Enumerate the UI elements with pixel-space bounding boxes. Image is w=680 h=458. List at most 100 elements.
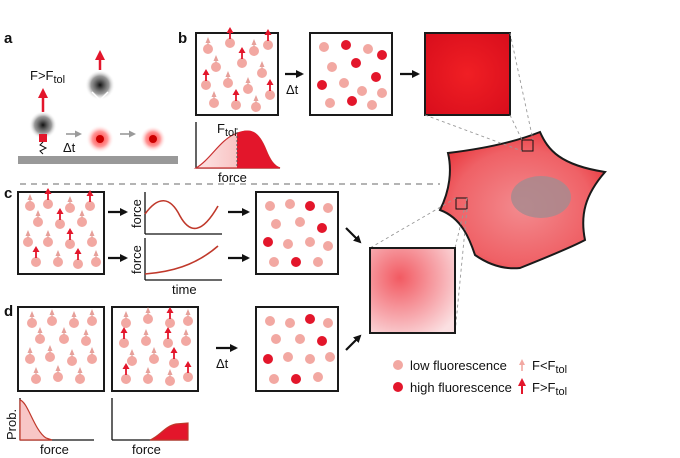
zoom-region-top <box>521 139 534 152</box>
red-up-arrow-icon <box>184 361 192 367</box>
low-fluorescence-sensor <box>55 219 65 229</box>
low-fluorescence-sensor <box>53 257 63 267</box>
low-fluorescence-sensor <box>87 237 97 247</box>
x-axis-label-d-right: force <box>132 442 161 457</box>
surface <box>18 156 178 164</box>
low-fluorescence-sensor <box>295 217 305 227</box>
low-fluorescence-sensor <box>251 102 261 112</box>
low-fluorescence-sensor <box>73 259 83 269</box>
red-up-arrow-icon <box>166 307 174 313</box>
low-fluorescence-sensor <box>339 78 349 88</box>
low-fluorescence-sensor <box>363 44 373 54</box>
red-up-arrow-icon <box>264 29 272 35</box>
low-fluorescence-sensor <box>165 318 175 328</box>
oscillating-force-curve <box>144 199 219 230</box>
y-axis-label-d: Prob. <box>4 409 19 440</box>
low-fluorescence-sensor <box>143 314 153 324</box>
low-fluorescence-sensor <box>85 201 95 211</box>
high-fluorescence-swatch <box>393 382 403 392</box>
small-up-arrow-icon <box>27 347 33 353</box>
low-fluorescence-sensor <box>43 237 53 247</box>
small-up-arrow-icon <box>183 329 189 335</box>
low-fluorescence-sensor <box>295 334 305 344</box>
small-up-arrow-icon <box>245 77 251 83</box>
low-fluorescence-sensor <box>31 374 41 384</box>
high-fluorescence-sensor <box>305 201 315 211</box>
small-up-arrow-icon <box>93 250 99 256</box>
red-up-arrow-icon <box>518 378 526 386</box>
small-up-arrow-icon <box>47 345 53 351</box>
low-fluorescence-sensor <box>75 374 85 384</box>
force-label-a: F>Ftol <box>30 68 65 86</box>
low-fluorescence-sensor <box>143 374 153 384</box>
panel-label-d: d <box>4 303 13 320</box>
small-up-arrow-icon <box>35 210 41 216</box>
low-fluorescence-sensor <box>91 257 101 267</box>
low-fluorescence-sensor <box>285 318 295 328</box>
small-up-arrow-icon <box>33 367 39 373</box>
low-fluorescence-sensor <box>265 316 275 326</box>
low-force-distribution <box>19 399 53 441</box>
small-up-arrow-icon <box>25 230 31 236</box>
low-fluorescence-sensor <box>163 338 173 348</box>
low-fluorescence-sensor <box>269 374 279 384</box>
low-fluorescence-sensor <box>257 68 267 78</box>
delta-t-b: Δt <box>286 82 299 97</box>
low-fluorescence-sensor <box>223 78 233 88</box>
small-up-arrow-icon <box>67 196 73 202</box>
small-up-arrow-icon <box>77 367 83 373</box>
high-fluorescence-sensor <box>263 354 273 364</box>
low-fluorescence-sensor <box>243 84 253 94</box>
low-fluorescence-sensor <box>53 372 63 382</box>
high-force-distribution <box>149 422 189 441</box>
low-fluorescence-sensor <box>59 334 69 344</box>
small-up-arrow-icon <box>251 39 257 45</box>
low-fluorescence-sensor <box>323 241 333 251</box>
high-fluorescence-sensor <box>291 374 301 384</box>
red-up-arrow-icon <box>120 327 128 333</box>
small-up-arrow-icon <box>89 230 95 236</box>
low-fluorescence-sensor <box>33 217 43 227</box>
low-fluorescence-sensor <box>181 336 191 346</box>
low-fluorescence-sensor <box>325 98 335 108</box>
small-up-arrow-icon <box>69 349 75 355</box>
low-fluorescence-sensor <box>265 90 275 100</box>
low-fluorescence-sensor <box>23 237 33 247</box>
low-fluorescence-sensor <box>327 62 337 72</box>
red-up-arrow-icon <box>226 27 234 33</box>
panel-c: force force time <box>17 188 362 297</box>
red-up-arrow-icon <box>266 79 274 85</box>
small-up-arrow-icon <box>519 359 525 365</box>
small-up-arrow-icon <box>37 327 43 333</box>
x-axis-label-d-left: force <box>40 442 69 457</box>
low-fluorescence-sensor <box>169 358 179 368</box>
low-fluorescence-sensor <box>283 239 293 249</box>
low-fluorescence-sensor <box>67 356 77 366</box>
sensor-anchor-icon <box>39 134 47 142</box>
low-fluorescence-sensor <box>323 318 333 328</box>
above-threshold-area <box>237 130 280 168</box>
small-up-arrow-icon <box>259 61 265 67</box>
delta-t-d: Δt <box>216 356 229 371</box>
low-fluorescence-sensor <box>35 334 45 344</box>
low-fluorescence-sensor <box>269 257 279 267</box>
x-axis-label-b: force <box>218 170 247 185</box>
low-fluorescence-sensor <box>77 217 87 227</box>
small-up-arrow-icon <box>61 327 67 333</box>
low-fluorescence-sensor <box>367 100 377 110</box>
panel-d: Δt Prob. force force <box>4 306 362 457</box>
small-up-arrow-icon <box>185 309 191 315</box>
low-fluorescence-sensor <box>43 199 53 209</box>
high-fluorescence-sensor <box>371 72 381 82</box>
red-up-arrow-icon <box>56 208 64 214</box>
red-up-arrow-icon <box>32 246 40 252</box>
small-up-arrow-icon <box>123 311 129 317</box>
red-up-arrow-icon <box>232 89 240 95</box>
red-up-arrow-icon <box>238 47 246 53</box>
legend-f-high: F>Ftol <box>532 380 567 398</box>
low-fluorescence-sensor <box>211 62 221 72</box>
red-up-arrow-icon <box>74 248 82 254</box>
high-fluorescence-sensor <box>317 223 327 233</box>
low-fluorescence-sensor <box>305 354 315 364</box>
small-up-arrow-icon <box>79 210 85 216</box>
